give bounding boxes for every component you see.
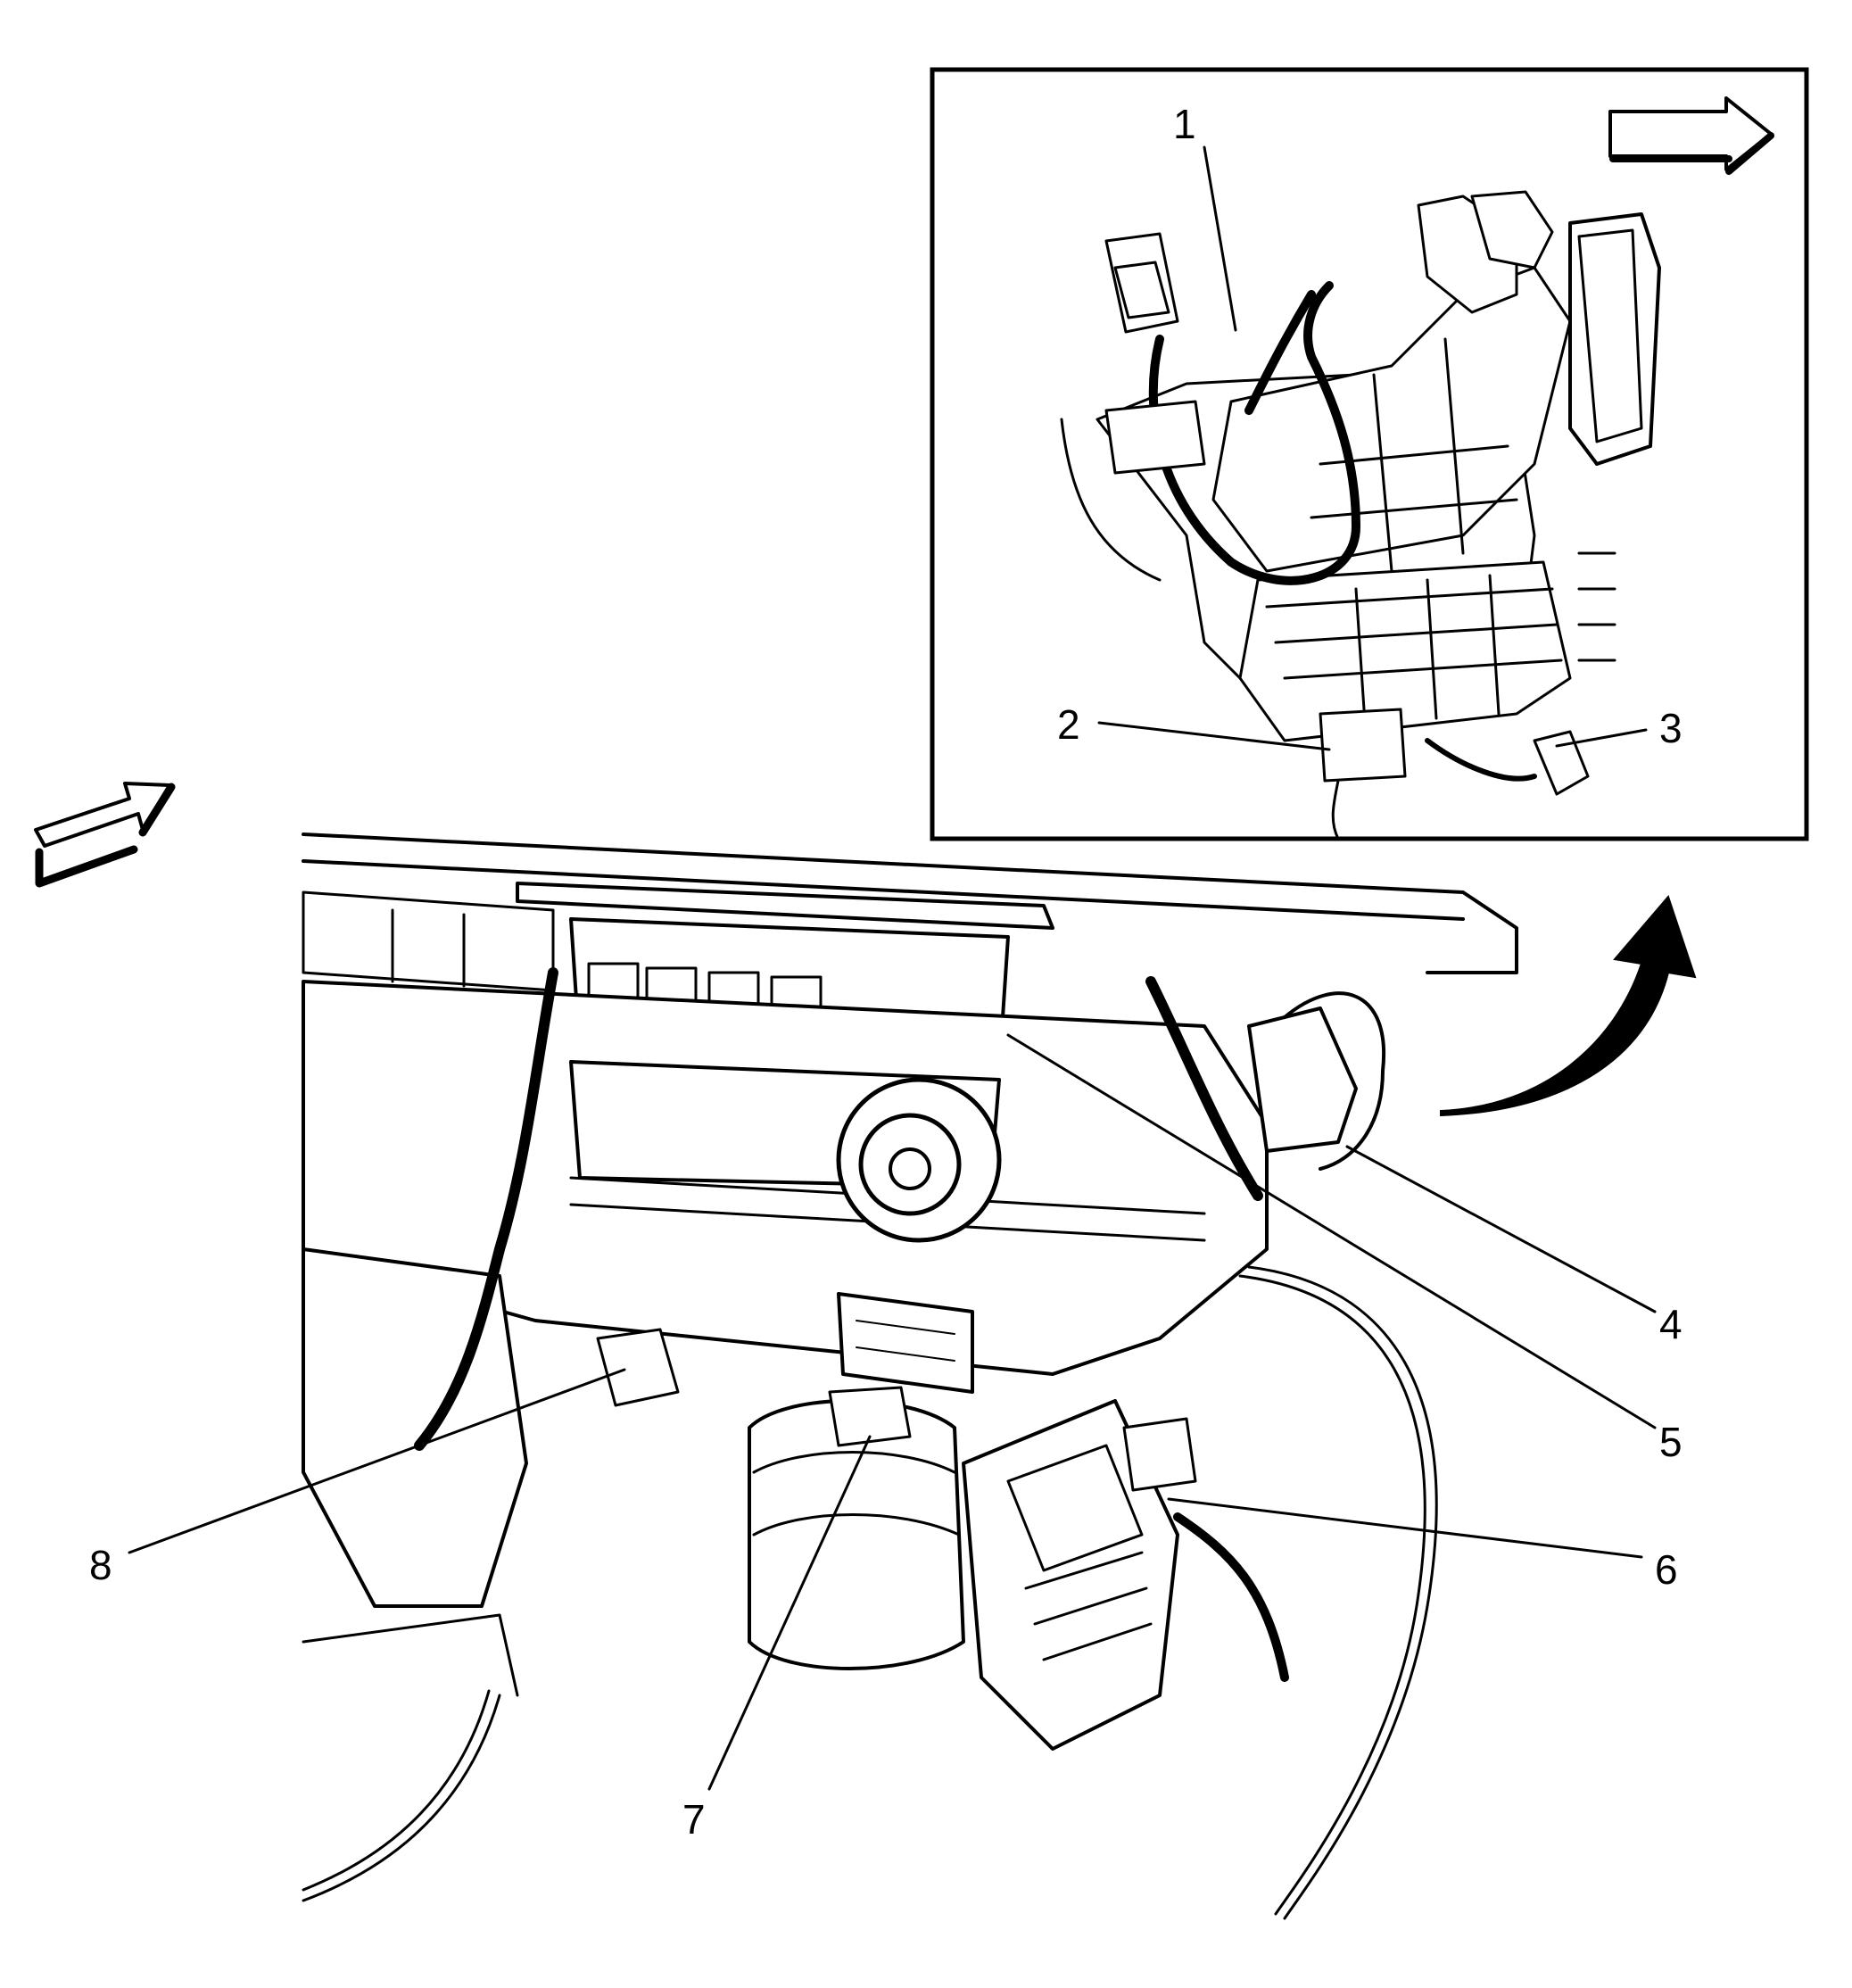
callout-7: 7 [682, 1796, 706, 1843]
inset-hvac-module [1060, 190, 1661, 841]
callout-1: 1 [1173, 101, 1196, 147]
callout-4: 4 [1659, 1301, 1683, 1347]
callout-5: 5 [1659, 1419, 1683, 1465]
curved-arrow-icon [1440, 895, 1697, 1117]
right-arrow-icon [34, 782, 176, 888]
callout-8: 8 [89, 1542, 112, 1588]
inset-detail-view: 1 2 3 [930, 67, 1809, 841]
right-arrow-icon [1608, 96, 1774, 175]
relay-block [962, 1399, 1197, 1751]
callout-6: 6 [1655, 1546, 1678, 1593]
callout-3: 3 [1659, 705, 1683, 751]
main-hvac-assembly [302, 832, 1518, 1920]
callout-2: 2 [1057, 701, 1080, 748]
